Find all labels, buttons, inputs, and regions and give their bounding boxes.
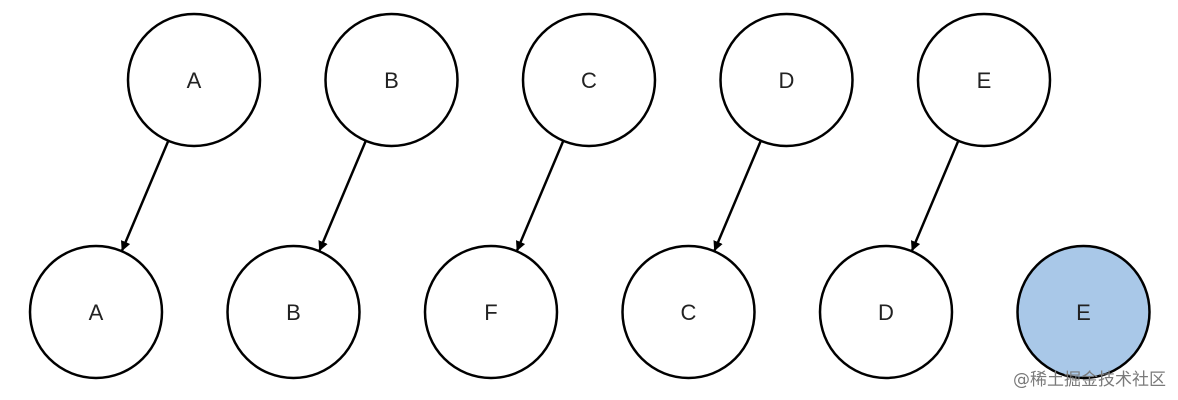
edge-top-e-to-bottom-d	[910, 140, 960, 252]
node-bottom-b: B	[226, 244, 361, 380]
node-circle-top-d	[719, 12, 854, 148]
node-circle-top-c	[521, 12, 657, 148]
node-bottom-c: C	[621, 244, 756, 380]
node-circle-top-a	[126, 12, 262, 148]
node-bottom-f: F	[423, 244, 559, 380]
node-label-top-e: E	[977, 68, 992, 93]
node-circle-bottom-e	[1016, 244, 1151, 380]
nodes-layer: A B C D E A B F C D E	[28, 12, 1151, 380]
edge-top-a-to-bottom-a	[120, 140, 170, 252]
node-label-bottom-f: F	[484, 300, 497, 325]
node-bottom-e: E	[1016, 244, 1151, 380]
node-top-e: E	[916, 12, 1052, 148]
node-circle-bottom-d	[818, 244, 954, 380]
watermark-text: @稀土掘金技术社区	[1013, 370, 1166, 390]
edge-top-c-to-bottom-f	[515, 140, 565, 252]
node-bottom-d: D	[818, 244, 954, 380]
node-label-bottom-b: B	[286, 300, 301, 325]
node-label-bottom-c: C	[681, 300, 697, 325]
edge-top-d-to-bottom-c	[713, 140, 762, 252]
edge-top-b-to-bottom-b	[318, 140, 367, 252]
node-label-bottom-d: D	[878, 300, 894, 325]
node-top-b: B	[324, 12, 459, 148]
node-circle-top-e	[916, 12, 1052, 148]
edges-layer	[120, 140, 960, 252]
node-circle-bottom-b	[226, 244, 361, 380]
node-bottom-a: A	[28, 244, 164, 380]
node-label-bottom-e: E	[1076, 300, 1091, 325]
node-label-bottom-a: A	[89, 300, 104, 325]
node-circle-top-b	[324, 12, 459, 148]
node-circle-bottom-c	[621, 244, 756, 380]
node-top-a: A	[126, 12, 262, 148]
node-circle-bottom-a	[28, 244, 164, 380]
node-label-top-d: D	[779, 68, 795, 93]
node-label-top-b: B	[384, 68, 399, 93]
node-label-top-c: C	[581, 68, 597, 93]
node-top-d: D	[719, 12, 854, 148]
node-circle-bottom-f	[423, 244, 559, 380]
node-top-c: C	[521, 12, 657, 148]
node-label-top-a: A	[187, 68, 202, 93]
